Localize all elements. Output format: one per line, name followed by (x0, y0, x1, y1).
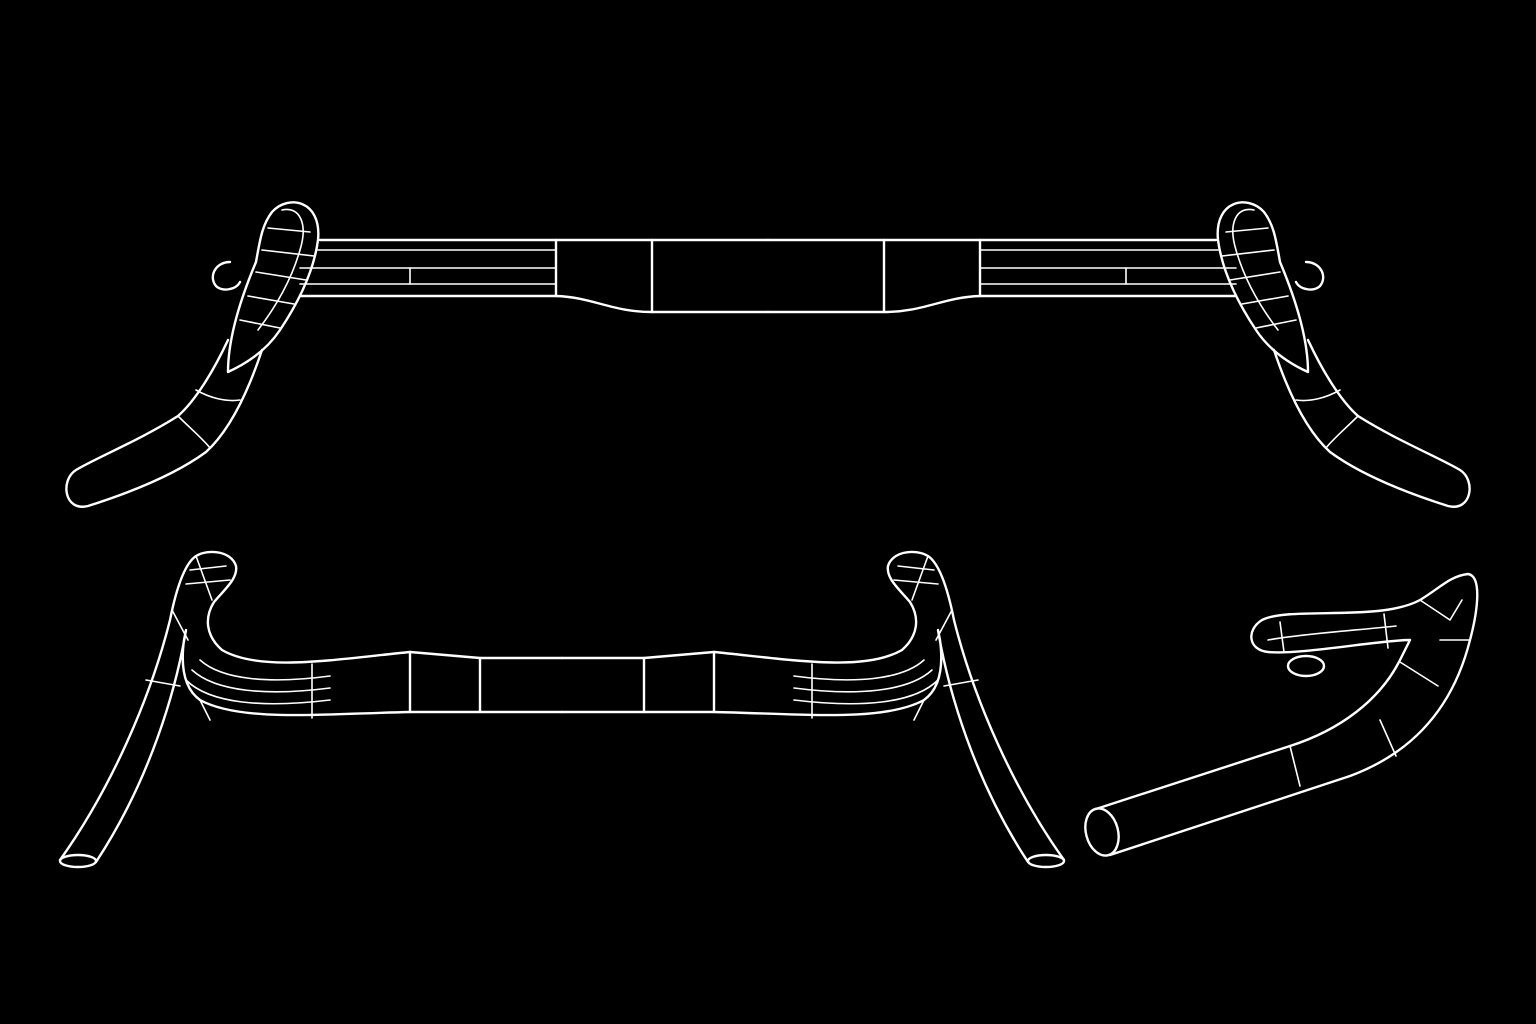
side-view-handlebar (1084, 572, 1479, 857)
front-view-right-half (560, 550, 1066, 869)
front-view-handlebar (58, 550, 1066, 869)
top-view-right-half (766, 201, 1471, 508)
top-view-left-half (65, 201, 770, 508)
front-view-left-half (58, 550, 564, 869)
top-view-handlebar (65, 201, 1471, 508)
